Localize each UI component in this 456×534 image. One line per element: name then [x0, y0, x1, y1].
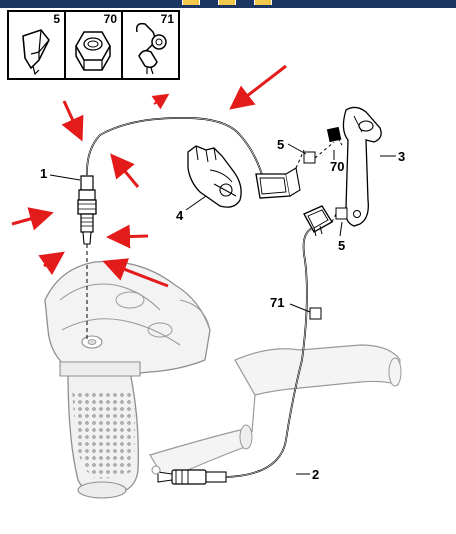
legend-number: 70	[103, 12, 117, 26]
cable-1	[86, 117, 263, 177]
nut-70-marker	[326, 126, 342, 143]
callout-71: 71	[270, 295, 284, 310]
attention-arrows	[11, 64, 287, 288]
callout-5-upper: 5	[277, 137, 284, 152]
upstream-oxygen-sensor	[77, 175, 97, 340]
callout-2: 2	[312, 467, 319, 482]
callout-3: 3	[398, 149, 405, 164]
header-badge	[182, 0, 200, 5]
arrow-7	[102, 258, 169, 288]
header-badge	[254, 0, 272, 5]
callout-70: 70	[330, 159, 344, 174]
arrow-3	[229, 64, 287, 110]
bracket-3	[342, 106, 382, 227]
callout-4: 4	[176, 208, 184, 223]
legend-number: 71	[160, 12, 174, 26]
callout-5-lower: 5	[338, 238, 345, 253]
legend-item-5: 5	[9, 12, 66, 78]
clip-5-marker-b	[335, 207, 348, 220]
parts-legend: 5 70 71	[7, 10, 180, 80]
arrow-8	[151, 93, 170, 110]
callout-1: 1	[40, 166, 47, 181]
clip-71-marker	[309, 307, 322, 320]
legend-number: 5	[53, 12, 60, 26]
arrow-2	[110, 153, 140, 188]
arrow-4	[11, 207, 54, 231]
legend-item-70: 70	[66, 12, 123, 78]
exhaust-manifold	[44, 260, 211, 378]
leader-lines	[49, 143, 396, 475]
header-badge	[218, 0, 236, 5]
downstream-oxygen-sensor	[151, 465, 227, 485]
arrow-5	[106, 224, 149, 249]
nut-icon	[75, 31, 111, 71]
connector-upper	[255, 149, 305, 199]
cable-clip-icon	[135, 22, 167, 75]
arrow-6	[38, 251, 65, 276]
legend-item-71: 71	[123, 12, 178, 78]
catalytic-converter	[59, 361, 141, 499]
bracket-4	[187, 145, 242, 208]
clip-icon	[22, 29, 50, 76]
header-bar	[0, 0, 456, 8]
arrow-1	[61, 100, 84, 142]
